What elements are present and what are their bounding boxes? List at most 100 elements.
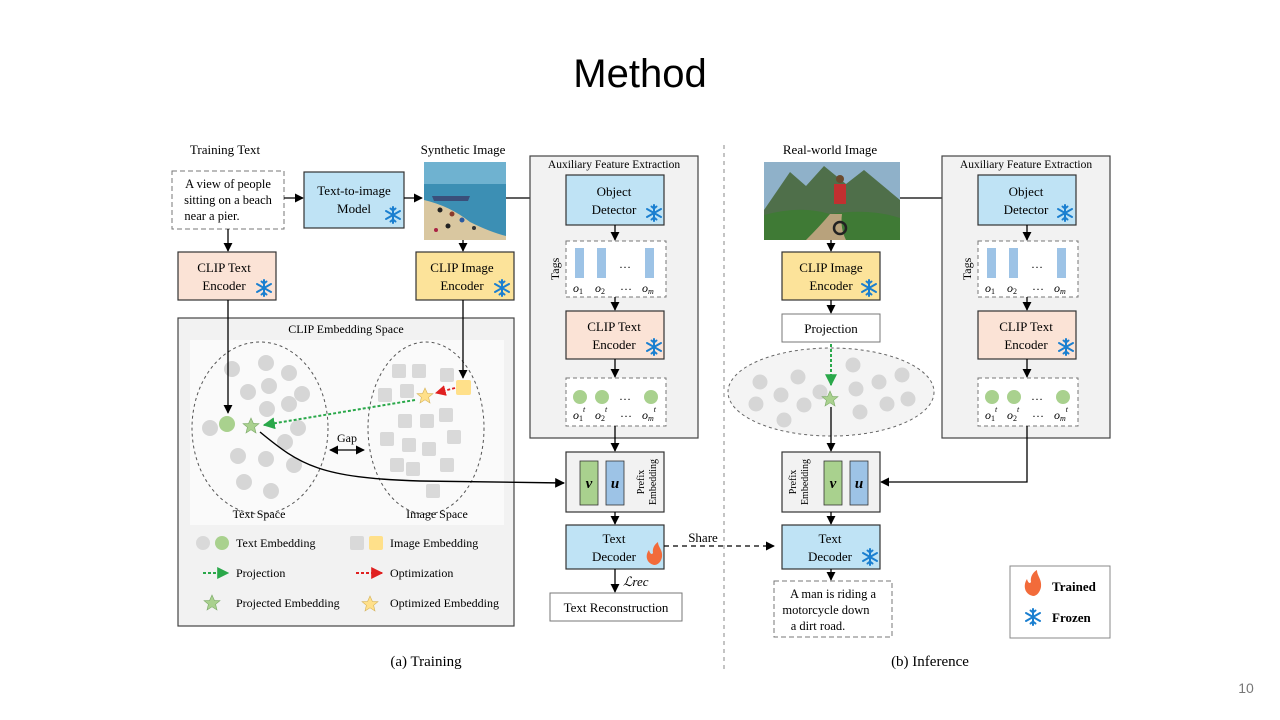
text-decoder-inf-line-1: Text [819, 531, 842, 546]
tag-bar [1057, 248, 1066, 278]
tag-bar [987, 248, 996, 278]
aux-title-training: Auxiliary Feature Extraction [548, 159, 680, 171]
feature-omt: omt [1054, 405, 1069, 423]
legend-text-embedding: Text Embedding [236, 536, 315, 550]
prefix-inf-label-line-2: Embedding [800, 459, 811, 505]
tag-o2: o2 [1007, 281, 1017, 296]
share-label: Share [688, 530, 718, 545]
projection-arrow [262, 399, 416, 430]
output-caption-line-2: motorcycle down [782, 603, 870, 617]
inference-caption: (b) Inference [891, 654, 969, 670]
synthetic-image-label: Synthetic Image [421, 142, 506, 157]
feature-dot [1056, 390, 1070, 404]
feature-ellipsis: … [1032, 406, 1044, 420]
clip-text-encoder-line-1: CLIP Text [197, 260, 251, 275]
tag-o1: o1 [573, 281, 583, 296]
legend-image-embedding: Image Embedding [390, 536, 478, 550]
prefix-label-line-2: Embedding [648, 459, 659, 505]
feature-dot [985, 390, 999, 404]
prefix-label-line-1: Prefix [636, 470, 647, 494]
object-detector-inf-line-2: Detector [1004, 202, 1049, 217]
feature-o2t: o2t [595, 405, 608, 423]
feature-dot [1007, 390, 1021, 404]
output-caption-line-1: A man is riding a [790, 587, 877, 601]
aux-title-inference: Auxiliary Feature Extraction [960, 159, 1092, 171]
real-world-image [764, 162, 900, 240]
clip-image-encoder-inf-line-1: CLIP Image [799, 260, 863, 275]
tag-o1: o1 [985, 281, 995, 296]
gap-label: Gap [337, 431, 357, 445]
text-reconstruction-box [549, 592, 683, 622]
feature-o1t: o1t [573, 405, 586, 423]
inference-text-dots [748, 357, 916, 428]
prefix-v-label: v [586, 476, 593, 492]
training-text-line-2: sitting on a beach [184, 193, 273, 207]
tag-bar [645, 248, 654, 278]
training-text-label: Training Text [190, 142, 261, 157]
key-frozen: Frozen [1052, 610, 1092, 625]
prefix-u-block [605, 460, 625, 506]
feature-dot [644, 390, 658, 404]
flame-icon [1024, 570, 1042, 596]
text-decoder-inf-line-2: Decoder [808, 549, 853, 564]
text-decoder-line-1: Text [603, 531, 626, 546]
image-space-ellipse [367, 341, 485, 515]
image-space-label: Image Space [406, 507, 468, 521]
feature-omt: omt [642, 405, 657, 423]
feature-dot [573, 390, 587, 404]
tag-ellipsis: … [620, 279, 632, 293]
optimization-arrow [434, 385, 456, 396]
text-decoder-line-2: Decoder [592, 549, 637, 564]
feature-ellipsis: … [620, 406, 632, 420]
clip-image-encoder-box [415, 251, 515, 301]
text-space-ellipse [191, 341, 329, 515]
clip-image-encoder-line-1: CLIP Image [430, 260, 494, 275]
text-embedding-green-dot [219, 416, 235, 432]
text-reconstruction-label: Text Reconstruction [564, 600, 669, 615]
clip-text-encoder-box [177, 251, 277, 301]
tag-bar [1009, 248, 1018, 278]
prefix-inf-label-line-1: Prefix [788, 470, 799, 494]
image-embedding-squares [378, 364, 461, 498]
tag-ellipsis: … [619, 257, 631, 271]
tag-bar [597, 248, 606, 278]
tags-inference-label: Tags [960, 257, 974, 280]
prefix-u-label: u [855, 476, 863, 492]
star-to-prefix-curve [259, 431, 565, 488]
t2i-model-box [303, 171, 405, 229]
prefix-u-label: u [611, 476, 619, 492]
training-text-line-3: near a pier. [184, 209, 239, 223]
feature-dot [595, 390, 609, 404]
feature-o2t: o2t [1007, 405, 1020, 423]
projection-box [781, 313, 881, 343]
clip-text-encoder-aux-line-2: Encoder [592, 337, 636, 352]
feature-ellipsis: … [1031, 389, 1043, 403]
feature-ellipsis: … [619, 389, 631, 403]
object-detector-inference-box [977, 174, 1077, 226]
prefix-v-label: v [830, 476, 837, 492]
slide-title: Method [573, 52, 707, 96]
tag-ellipsis: … [1031, 257, 1043, 271]
arrow-inf-features-to-prefix [880, 426, 1028, 487]
legend-projected-embedding: Projected Embedding [236, 596, 340, 610]
training-text-line-1: A view of people [185, 177, 271, 191]
prefix-v-block [579, 460, 599, 506]
training-caption: (a) Training [390, 654, 462, 670]
prefix-v-block [823, 460, 843, 506]
tag-bar [575, 248, 584, 278]
clip-text-encoder-inf-line-1: CLIP Text [999, 319, 1053, 334]
clip-image-encoder-line-2: Encoder [440, 278, 484, 293]
training-text-box [171, 170, 285, 230]
object-detector-inf-line-1: Object [1009, 184, 1044, 199]
output-caption-line-3: a dirt road. [791, 619, 846, 633]
embedding-space-title: CLIP Embedding Space [288, 322, 404, 336]
clip-image-encoder-inf-line-2: Encoder [809, 278, 853, 293]
legend-projection: Projection [236, 566, 285, 580]
text-space-label: Text Space [233, 507, 286, 521]
clip-text-encoder-line-2: Encoder [202, 278, 246, 293]
flame-icon [646, 542, 663, 565]
legend-optimization: Optimization [390, 566, 453, 580]
key-box [1009, 565, 1111, 639]
legend: Text Embedding Image Embedding Projectio… [196, 536, 499, 612]
